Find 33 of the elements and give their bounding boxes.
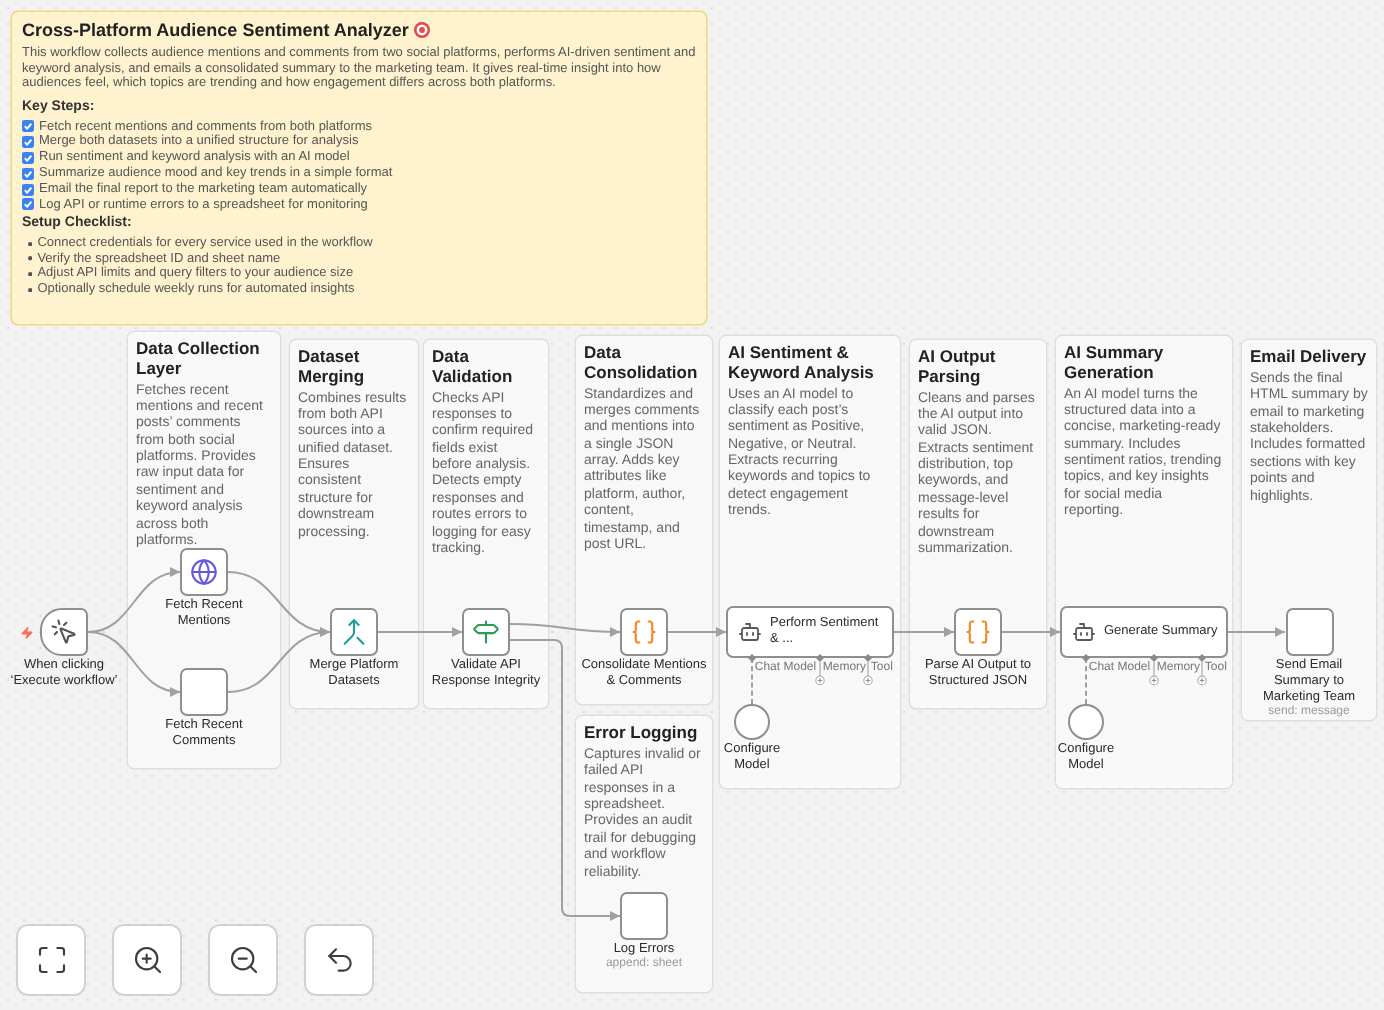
group-title: Data Consolidation [584,344,700,384]
connector-arrow [227,628,331,693]
group-note [290,340,418,708]
group-note [128,332,280,768]
connector-arrow [1227,627,1286,637]
group-note [720,336,900,788]
group-title: Data Collection Layer [136,340,262,380]
connector-arrow [377,627,463,637]
group-note [424,340,548,708]
connector-arrow [509,639,621,921]
group-title: Data Validation [432,348,515,388]
group-note [576,336,712,704]
connector-arrow [667,627,727,637]
agent-node [1060,606,1228,658]
note-title: Cross-Platform Audience Sentiment Analyzer [22,20,409,42]
sticky-note [12,12,706,324]
group-note [1242,340,1376,720]
connector-arrow [87,631,181,696]
agent-node [726,606,894,658]
group-title: Dataset Merging [298,348,367,388]
connector-arrow [893,627,955,637]
connector-line [1085,657,1087,705]
group-title: AI Sentiment & Keyword Analysis [728,344,876,384]
connector-line [751,657,753,705]
group-title: AI Output Parsing [918,348,998,388]
group-note [1056,336,1232,788]
group-title: Error Logging [584,724,700,744]
group-note [576,716,712,992]
group-title: Email Delivery [1250,348,1368,368]
group-title: AI Summary Generation [1064,344,1166,384]
group-note [910,340,1046,708]
connector-arrow [509,623,621,637]
connector-arrow [1001,627,1061,637]
